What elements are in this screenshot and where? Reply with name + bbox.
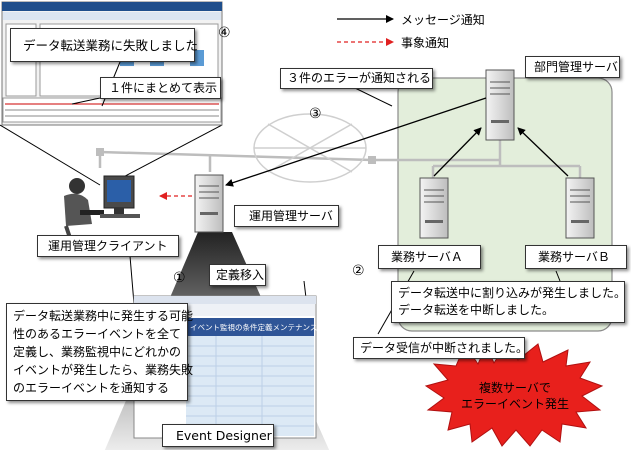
client-person <box>64 178 104 240</box>
callout-definition-transfer: 定義移入 <box>209 264 266 286</box>
callout-transfer-failed: データ転送業務に失敗しました <box>10 28 198 62</box>
connector-line <box>303 280 307 299</box>
callout-interrupt-line-1: データ転送中に割り込みが発生しました。 <box>398 286 627 300</box>
biz-server-b-tower <box>565 177 595 239</box>
arrow-a-to-dept <box>433 127 482 177</box>
biz-server-a-tower <box>419 177 449 239</box>
callout-interrupt: データ転送中に割り込みが発生しました。 データ転送を中断しました。 <box>391 281 627 323</box>
screen-link-line <box>0 124 101 186</box>
step-2-number: ② <box>352 263 365 279</box>
network-lines <box>98 140 582 178</box>
arrow-dept-to-ops <box>225 97 487 187</box>
step-3-number: ③ <box>309 106 322 122</box>
callout-event-designer-desc: データ転送業務中に発生する可能 性のあるエラーイベントを全て 定義し、業務監視中… <box>6 303 194 401</box>
burst-text-line-1: 複数サーバで <box>479 380 551 395</box>
callout-grouped-display: １件にまとめて表示 <box>100 77 221 99</box>
legend-message-label: メッセージ通知 <box>401 13 485 27</box>
label-ops-server: 運用管理サーバ <box>234 205 339 227</box>
label-dept-server: 部門管理サーバ <box>525 56 620 78</box>
burst-text-line-2: エラーイベント発生 <box>461 397 569 411</box>
step-4-number: ④ <box>218 25 231 41</box>
callout-three-errors: ３件のエラーが通知される <box>280 68 433 89</box>
desc-line-1: データ転送業務中に発生する可能 <box>13 309 194 323</box>
arrow-b-to-dept <box>517 127 569 177</box>
label-client: 運用管理クライアント <box>37 235 179 257</box>
desc-line-4: イベントが発生したら、業務失敗 <box>13 363 194 377</box>
error-burst <box>424 341 604 447</box>
step-1-number: ① <box>173 270 186 286</box>
ops-server-tower <box>194 174 224 233</box>
legend-event-label: 事象通知 <box>401 36 450 50</box>
label-event-designer: Event Designer <box>162 424 274 447</box>
connector-line <box>354 87 393 107</box>
connector-line <box>129 255 135 305</box>
desc-line-3: 定義し、業務監視中にどれかの <box>13 345 182 359</box>
event-designer-window-title: イベント監視の条件定義メンテナンス <box>190 322 317 332</box>
desc-line-2: 性のあるエラーイベントを全て <box>13 327 182 341</box>
network-cloud <box>253 113 367 183</box>
desc-line-5: のエラーイベントを通知する <box>13 381 170 395</box>
network-node <box>368 156 376 164</box>
connector-line <box>555 270 561 282</box>
client-monitor <box>100 175 140 218</box>
callout-receive-interrupted: データ受信が中断されました。 <box>353 337 528 359</box>
dept-server-tower <box>485 69 515 141</box>
screen-link-line <box>111 124 223 184</box>
network-node <box>96 148 104 156</box>
callout-interrupt-line-2: データ転送を中断しました。 <box>398 303 555 317</box>
label-biz-server-a: 業務サーバＡ <box>378 245 481 269</box>
label-biz-server-b: 業務サーバＢ <box>525 245 627 269</box>
connector-line <box>71 97 101 105</box>
monitor-screen-window <box>1 1 223 126</box>
